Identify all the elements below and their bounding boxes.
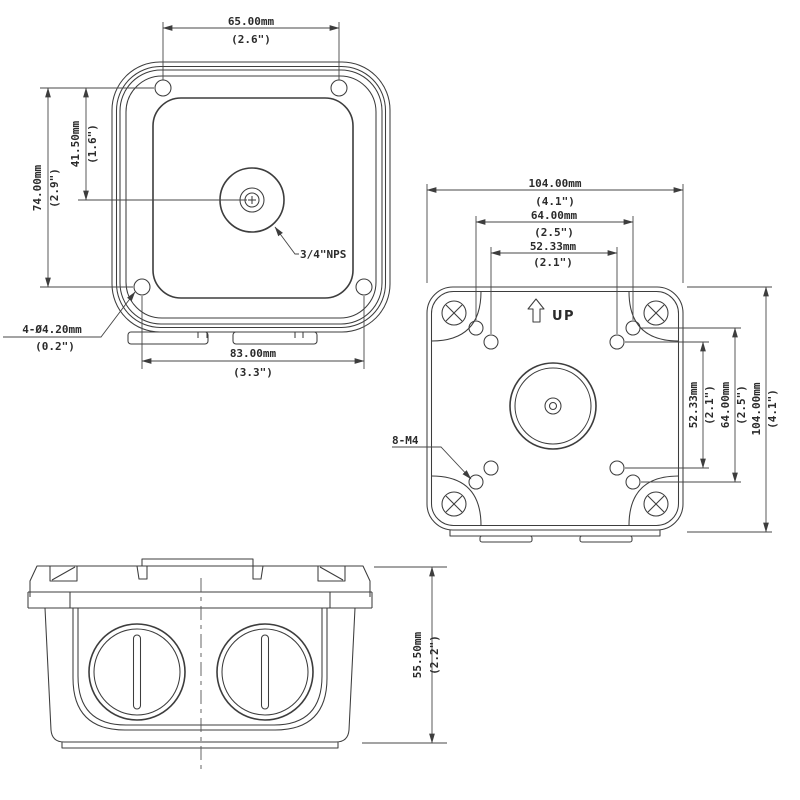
dim-outer-holes-v-in: (2.5") [735,385,748,425]
dim-height-mm: 104.00mm [750,382,763,435]
screw-callout: 8-M4 [392,434,419,447]
rear-view-outline [426,286,684,543]
dimension-labels: 65.00mm (2.6") 74.00mm (2.9") 41.50mm (1… [22,15,779,678]
dim-inner-holes-mm: 52.33mm [530,240,577,253]
phillips-screw-icon [643,491,669,517]
front-conduit-hole [219,167,285,233]
rear-corner-screws [441,300,669,517]
up-arrow-icon [527,298,545,323]
dim-top-mm: 65.00mm [228,15,275,28]
front-view [111,61,391,345]
up-marking: UP [527,298,575,324]
side-dim-height-mm: 55.50mm [411,631,424,678]
dim-inner-holes-v-in: (2.1") [703,385,716,425]
dim-top-in: (2.6") [231,33,271,46]
knockout-plug-left [88,623,186,721]
hole-callout-in: (0.2") [35,340,75,353]
phillips-screw-icon [441,491,467,517]
side-view [27,558,373,770]
knockout-plug-right [216,623,314,721]
up-label: UP [552,309,575,324]
side-view-outline [27,558,373,749]
rear-center-hole [509,362,597,450]
dim-height-in: (4.1") [766,389,779,429]
phillips-screw-icon [643,300,669,326]
dim-left-outer-mm: 74.00mm [31,164,44,211]
dim-bottom-in: (3.3") [233,366,273,379]
rear-mounting-holes [468,320,641,490]
dim-width-mm: 104.00mm [529,177,582,190]
dim-inner-holes-v-mm: 52.33mm [687,381,700,428]
dim-width-in: (4.1") [535,195,575,208]
dim-outer-holes-mm: 64.00mm [531,209,578,222]
dim-bottom-mm: 83.00mm [230,347,277,360]
phillips-screw-icon [441,300,467,326]
front-lid-panel [152,97,354,299]
front-corner-holes [133,79,373,296]
phillips-screw-icon [248,196,256,204]
knockout-plugs [88,623,314,721]
dim-left-outer-in: (2.9") [48,168,61,208]
slot-icon [132,634,142,710]
dim-left-inner-in: (1.6") [86,124,99,164]
nps-callout: 3/4"NPS [300,248,346,261]
dim-outer-holes-v-mm: 64.00mm [719,381,732,428]
side-dim-height-in: (2.2") [428,635,441,675]
rear-view: UP [426,286,684,543]
dim-inner-holes-in: (2.1") [533,256,573,269]
front-view-outline [111,61,391,345]
slot-icon [260,634,270,710]
dim-left-inner-mm: 41.50mm [69,120,82,167]
hole-callout-mm: 4-Ø4.20mm [22,323,82,336]
dimension-lines [3,22,772,744]
dim-outer-holes-in: (2.5") [534,226,574,239]
